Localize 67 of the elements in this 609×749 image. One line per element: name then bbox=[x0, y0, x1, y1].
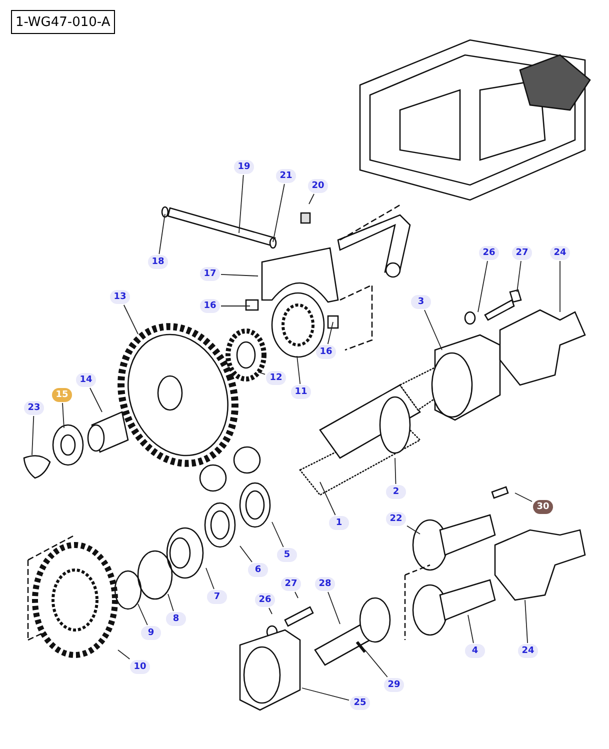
leader-line bbox=[424, 310, 442, 350]
callout-number: 11 bbox=[291, 385, 311, 399]
callout-number: 9 bbox=[141, 626, 161, 640]
leader-line bbox=[138, 604, 148, 626]
callout-number: 15 bbox=[52, 388, 72, 402]
leader-line bbox=[272, 184, 285, 242]
callout-number: 8 bbox=[166, 612, 186, 626]
leader-line bbox=[524, 600, 528, 644]
leader-line bbox=[327, 322, 334, 344]
leader-line bbox=[294, 592, 298, 598]
leader-line bbox=[514, 492, 532, 502]
leader-line bbox=[240, 546, 252, 562]
leader-line bbox=[394, 458, 396, 484]
leader-line bbox=[238, 174, 244, 234]
leader-line bbox=[220, 274, 258, 276]
leader-line bbox=[328, 592, 340, 624]
callout-number: 22 bbox=[386, 512, 406, 526]
leader-line bbox=[468, 614, 474, 644]
callout-number: 3 bbox=[411, 295, 431, 309]
callout-number: 27 bbox=[281, 577, 301, 591]
callout-number: 19 bbox=[234, 160, 254, 174]
callout-number: 12 bbox=[266, 371, 286, 385]
callout-number: 14 bbox=[76, 373, 96, 387]
drawing-number: 1-WG47-010-A bbox=[10, 10, 116, 34]
leader-line bbox=[158, 214, 166, 254]
callout-number: 2 bbox=[386, 485, 406, 499]
leader-line bbox=[320, 482, 336, 516]
callout-number: 26 bbox=[255, 593, 275, 607]
leader-line bbox=[206, 568, 214, 590]
leader-line bbox=[32, 416, 34, 456]
callout-number: 28 bbox=[315, 577, 335, 591]
callout-number: 7 bbox=[207, 590, 227, 604]
leader-line bbox=[168, 594, 174, 612]
callout-number: 6 bbox=[248, 563, 268, 577]
leader-line bbox=[268, 608, 272, 614]
callout-number: 13 bbox=[110, 290, 130, 304]
leader-line bbox=[406, 525, 420, 534]
leader-line bbox=[90, 388, 102, 412]
callout-number: 24 bbox=[518, 644, 538, 658]
leader-line bbox=[296, 356, 301, 384]
leader-line bbox=[478, 260, 488, 312]
callout-number: 17 bbox=[200, 267, 220, 281]
leader-line bbox=[364, 650, 388, 678]
leader-line bbox=[258, 372, 266, 375]
leader-line bbox=[118, 650, 130, 660]
leader-line bbox=[308, 194, 314, 204]
callout-number: 24 bbox=[550, 246, 570, 260]
callout-number: 16 bbox=[200, 299, 220, 313]
leader-line bbox=[62, 402, 64, 428]
callout-number: 5 bbox=[277, 548, 297, 562]
callout-number: 27 bbox=[512, 246, 532, 260]
callout-number: 25 bbox=[350, 696, 370, 710]
callout-number: 18 bbox=[148, 255, 168, 269]
callout-number: 23 bbox=[24, 401, 44, 415]
callout-number: 21 bbox=[276, 169, 296, 183]
callout-number: 29 bbox=[384, 678, 404, 692]
leader-line bbox=[123, 304, 138, 334]
callout-number: 30 bbox=[533, 500, 553, 514]
callout-number: 16 bbox=[316, 345, 336, 359]
callout-number: 26 bbox=[479, 246, 499, 260]
leader-line bbox=[302, 688, 350, 701]
leader-line bbox=[272, 522, 284, 548]
callout-number: 10 bbox=[130, 660, 150, 674]
callout-number: 20 bbox=[308, 179, 328, 193]
callout-number: 1 bbox=[329, 516, 349, 530]
callout-number: 4 bbox=[465, 644, 485, 658]
leader-line bbox=[516, 260, 522, 292]
